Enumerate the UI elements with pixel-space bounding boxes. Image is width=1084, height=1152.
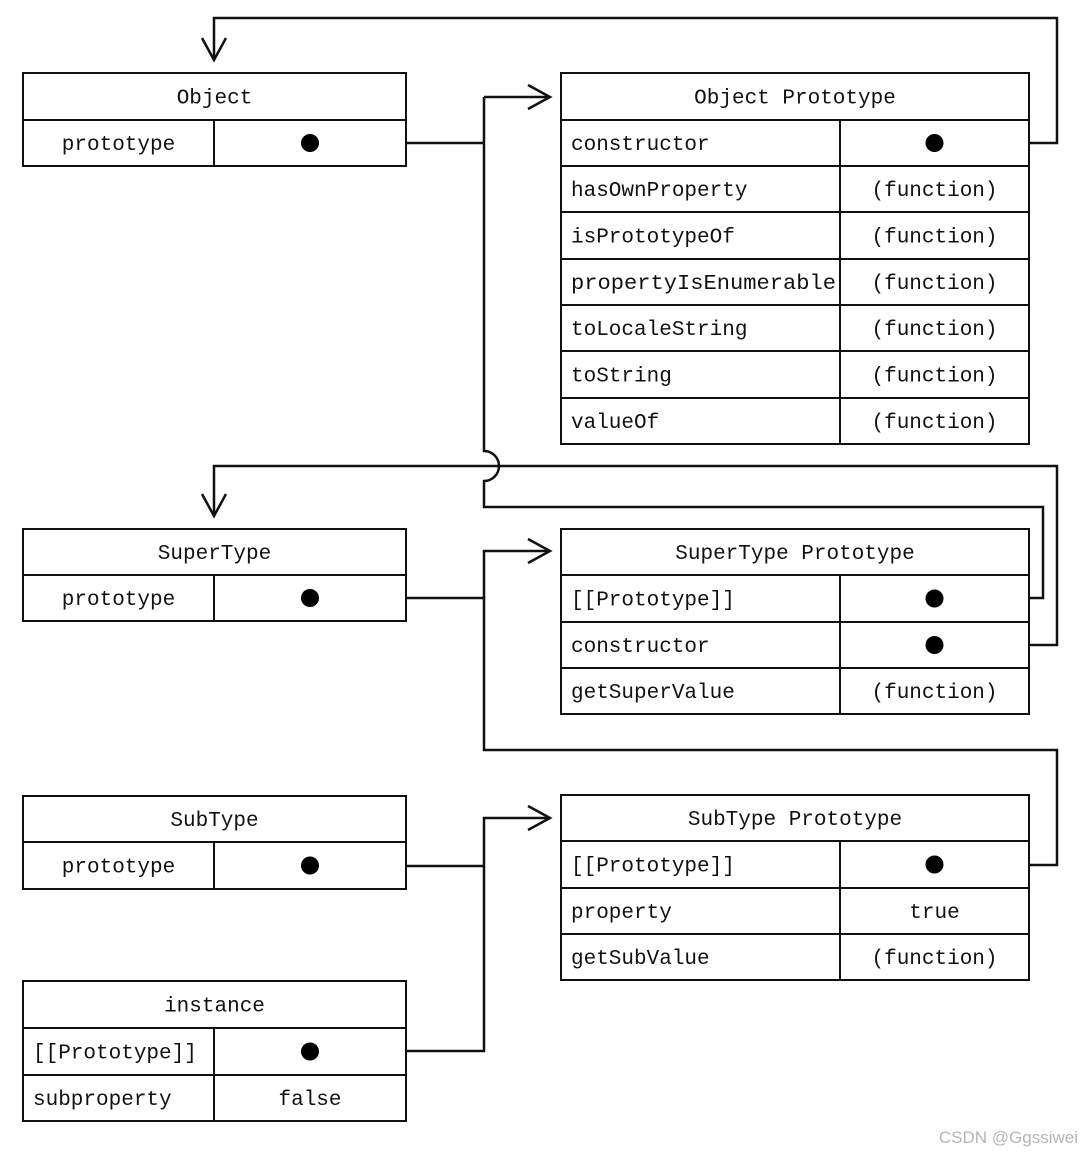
pointer-dot xyxy=(301,1042,319,1061)
pointer-dot xyxy=(301,856,319,875)
box-title-cell xyxy=(22,980,407,1029)
box-title-cell xyxy=(560,794,1030,842)
property-value: (function) xyxy=(871,682,997,705)
property-row: hasOwnProperty (function) xyxy=(560,165,1030,213)
instance-box: instance [[Prototype]] subproperty false xyxy=(22,980,407,1122)
property-row: propertyIsEnumerable (function) xyxy=(560,258,1030,306)
property-row: valueOf (function) xyxy=(560,397,1030,445)
box-title-cell xyxy=(22,795,407,843)
property-row: [[Prototype]] xyxy=(22,1027,407,1076)
property-value: (function) xyxy=(871,273,997,296)
box-title: SuperType xyxy=(158,543,271,566)
box-title: SubType xyxy=(170,810,258,833)
pointer-dot xyxy=(925,589,944,608)
property-name: toLocaleString xyxy=(571,319,747,342)
property-name: toString xyxy=(571,366,672,389)
property-value: (function) xyxy=(871,180,997,203)
property-row: property true xyxy=(560,887,1030,935)
property-row: constructor xyxy=(560,621,1030,669)
property-name: [[Prototype]] xyxy=(33,1043,197,1066)
property-row-cell xyxy=(560,887,1030,935)
property-row: toLocaleString (function) xyxy=(560,304,1030,352)
box-title-cell xyxy=(560,72,1030,121)
property-value: false xyxy=(278,1089,341,1112)
property-row: prototype xyxy=(22,841,407,890)
property-name: [[Prototype]] xyxy=(571,590,735,613)
box-title: Object xyxy=(177,88,253,111)
property-name: constructor xyxy=(571,636,710,659)
property-row: getSubValue (function) xyxy=(560,933,1030,981)
property-name: [[Prototype]] xyxy=(571,856,735,879)
box-title-cell xyxy=(22,528,407,576)
property-row-cell xyxy=(560,397,1030,445)
supertype-box: SuperType prototype xyxy=(22,528,407,622)
watermark: CSDN @Ggssiwei xyxy=(938,1128,1078,1147)
pointer-dot xyxy=(925,134,944,152)
property-value: (function) xyxy=(871,227,997,250)
property-row-cell xyxy=(560,667,1030,715)
property-name: getSuperValue xyxy=(571,682,735,705)
supertype-prototype-to-object-prototype-link xyxy=(482,97,1045,600)
property-row-cell xyxy=(560,304,1030,352)
property-name: propertyIsEnumerable xyxy=(571,273,836,296)
property-row-cell xyxy=(560,933,1030,981)
property-name: constructor xyxy=(571,134,710,157)
property-value: (function) xyxy=(871,948,997,971)
property-row: prototype xyxy=(22,119,407,167)
pointer-dot xyxy=(925,636,944,654)
property-value: true xyxy=(909,902,959,925)
property-row: [[Prototype]] xyxy=(560,840,1030,889)
property-name: prototype xyxy=(62,857,175,880)
property-name: valueOf xyxy=(571,412,659,435)
object-prototype-box: Object Prototype constructor hasOwnPropert… xyxy=(560,72,1030,445)
property-row: getSuperValue (function) xyxy=(560,667,1030,715)
property-name: prototype xyxy=(62,589,175,612)
property-name: isPrototypeOf xyxy=(571,227,735,250)
property-name: property xyxy=(571,902,672,925)
box-title: Object Prototype xyxy=(694,88,896,111)
object-prototype-arrowhead xyxy=(527,83,553,111)
property-row-cell xyxy=(560,119,1030,167)
box-title: SuperType Prototype xyxy=(675,543,914,566)
pointer-dot xyxy=(301,134,319,152)
property-row: toString (function) xyxy=(560,350,1030,399)
property-value: (function) xyxy=(871,412,997,435)
property-value: (function) xyxy=(871,366,997,389)
property-row: [[Prototype]] xyxy=(560,574,1030,623)
property-row-cell xyxy=(560,840,1030,889)
property-row: constructor xyxy=(560,119,1030,167)
pointer-dot xyxy=(301,589,319,607)
property-row-cell xyxy=(560,211,1030,260)
property-value: (function) xyxy=(871,319,997,342)
supertype-arrowhead xyxy=(200,493,228,519)
property-row: isPrototypeOf (function) xyxy=(560,211,1030,260)
property-row-cell xyxy=(560,350,1030,399)
pointer-dot xyxy=(925,855,944,874)
property-row-cell xyxy=(560,258,1030,306)
subtype-prototype-box: SubType Prototype [[Prototype]] property tr… xyxy=(560,794,1030,981)
box-title: SubType Prototype xyxy=(688,809,902,832)
supertype-prototype-box: SuperType Prototype [[Prototype]] construc… xyxy=(560,528,1030,715)
property-name: subproperty xyxy=(33,1089,172,1112)
property-row-cell xyxy=(560,165,1030,213)
object-arrowhead xyxy=(200,37,228,63)
subtype-box: SubType prototype xyxy=(22,795,407,890)
box-title: instance xyxy=(164,996,265,1019)
property-row: subproperty false xyxy=(22,1074,407,1122)
property-row: prototype xyxy=(22,574,407,622)
subtype-prototype-arrowhead xyxy=(527,804,553,832)
property-name: hasOwnProperty xyxy=(571,180,747,203)
supertype-prototype-arrowhead xyxy=(527,537,553,565)
property-name: prototype xyxy=(62,134,175,157)
property-name: getSubValue xyxy=(571,948,710,971)
